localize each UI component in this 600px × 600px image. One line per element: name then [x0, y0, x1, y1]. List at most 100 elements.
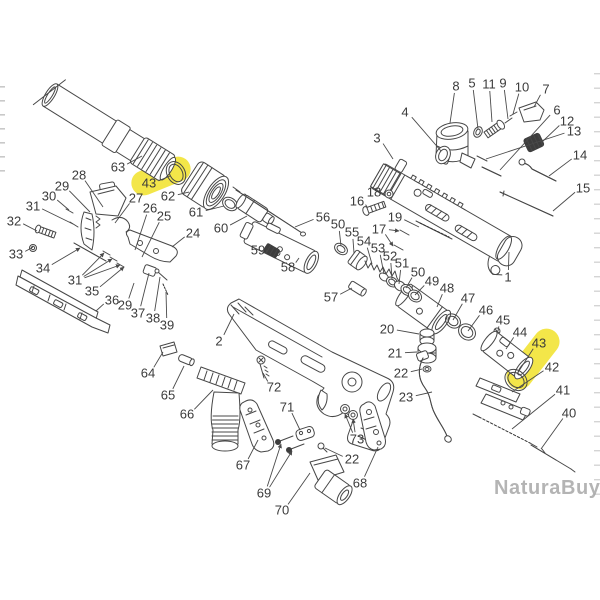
- leader-line: [404, 219, 420, 228]
- leader-line: [489, 90, 493, 123]
- edge-tick: [0, 170, 5, 172]
- edge-tick: [0, 86, 5, 88]
- part-55-collar: [347, 249, 368, 271]
- edge-tick: [594, 102, 600, 104]
- leader-line: [51, 247, 81, 266]
- part-number-label: 7: [542, 82, 549, 97]
- leader-line: [291, 412, 301, 431]
- part-9-pin: [504, 117, 513, 124]
- leader-line: [69, 190, 91, 213]
- leader-line: [95, 303, 105, 312]
- leader-line: [194, 389, 214, 410]
- edge-tick: [594, 87, 600, 89]
- leader-line: [56, 199, 70, 211]
- part-number-label: 3: [373, 131, 380, 146]
- leader-line: [338, 230, 342, 247]
- part-number-label: 65: [161, 388, 175, 403]
- leader-line: [81, 252, 105, 276]
- part-69-screws: [275, 435, 305, 453]
- part-number-label: 41: [556, 383, 570, 398]
- part-number-label: 24: [186, 226, 200, 241]
- part-7-clamp-block: [509, 101, 545, 123]
- part-6-pin-rod: [481, 166, 502, 177]
- edge-tick: [594, 450, 600, 452]
- part-41-spring: [472, 413, 538, 448]
- edge-tick: [0, 128, 5, 130]
- leader-line: [99, 266, 125, 288]
- part-4-clamp-ring: [435, 145, 451, 165]
- part-43-oring-right: [504, 368, 528, 392]
- part-number-label: 50: [411, 265, 425, 280]
- part-number-label: 63: [111, 160, 125, 175]
- leader-line: [533, 94, 541, 108]
- leader-line: [497, 326, 500, 332]
- edge-tick: [594, 116, 600, 118]
- part-11-screw: [483, 119, 506, 139]
- part-number-label: 23: [399, 390, 413, 405]
- part-number-label: 69: [257, 486, 271, 501]
- leader-line: [294, 218, 314, 228]
- edge-tick: [594, 435, 600, 437]
- part-number-label: 51: [395, 256, 409, 271]
- leader-line: [516, 348, 534, 375]
- part-number-label: 1: [504, 270, 511, 285]
- part-number-label: 33: [9, 247, 23, 262]
- part-number-label: 2: [215, 334, 222, 349]
- part-number-label: 71: [280, 400, 294, 415]
- leader-line: [262, 372, 269, 382]
- leader-line: [384, 234, 394, 247]
- edge-tick: [594, 189, 600, 191]
- leader-line: [141, 221, 160, 258]
- leader-line: [324, 447, 343, 457]
- leader-line: [398, 269, 402, 285]
- part-number-label: 62: [161, 189, 175, 204]
- leader-line: [83, 258, 113, 277]
- exploded-drawing: [15, 79, 576, 506]
- part-number-label: 30: [42, 189, 56, 204]
- part-number-label: 29: [118, 298, 132, 313]
- leader-line: [379, 254, 385, 275]
- part-number-label: 60: [214, 221, 228, 236]
- leader-line: [485, 132, 565, 160]
- leader-line: [269, 450, 293, 488]
- part-number-label: 17: [372, 222, 386, 237]
- leader-line: [287, 472, 311, 505]
- leader-line: [415, 391, 433, 397]
- leader-line: [295, 257, 300, 263]
- part-number-label: 66: [180, 407, 194, 422]
- leader-line: [414, 285, 425, 296]
- leader-line: [449, 92, 455, 124]
- leader-line: [154, 276, 161, 312]
- leader-line: [140, 272, 150, 307]
- leader-line: [512, 93, 520, 115]
- part-number-label: 6: [553, 103, 560, 118]
- part-number-label: 70: [275, 503, 289, 518]
- leader-line: [364, 446, 379, 477]
- part-number-label: 59: [251, 243, 265, 258]
- watermark: NaturaBuy: [494, 477, 600, 499]
- leader-line: [126, 155, 143, 165]
- leader-line: [388, 228, 400, 233]
- edge-tick: [594, 464, 600, 466]
- part-number-label: 57: [324, 290, 338, 305]
- part-57-pin: [348, 280, 367, 297]
- leader-line: [352, 238, 355, 254]
- part-number-label: 18: [367, 185, 381, 200]
- leader-line: [84, 264, 121, 279]
- edge-tick: [594, 160, 600, 162]
- part-number-label: 28: [72, 168, 86, 183]
- leader-lines: [22, 89, 576, 505]
- part-number-label: 50: [331, 217, 345, 232]
- part-number-label: 45: [496, 313, 510, 328]
- edge-tick: [594, 377, 600, 379]
- leader-line: [165, 291, 168, 319]
- edge-tick: [594, 232, 600, 234]
- edge-tick: [594, 261, 600, 263]
- leader-line: [134, 214, 148, 251]
- part-number-label: 54: [357, 234, 371, 249]
- part-number-label: 31: [68, 273, 82, 288]
- leader-line: [158, 175, 171, 182]
- part-number-label: 27: [129, 191, 143, 206]
- part-70-asa: [309, 454, 353, 506]
